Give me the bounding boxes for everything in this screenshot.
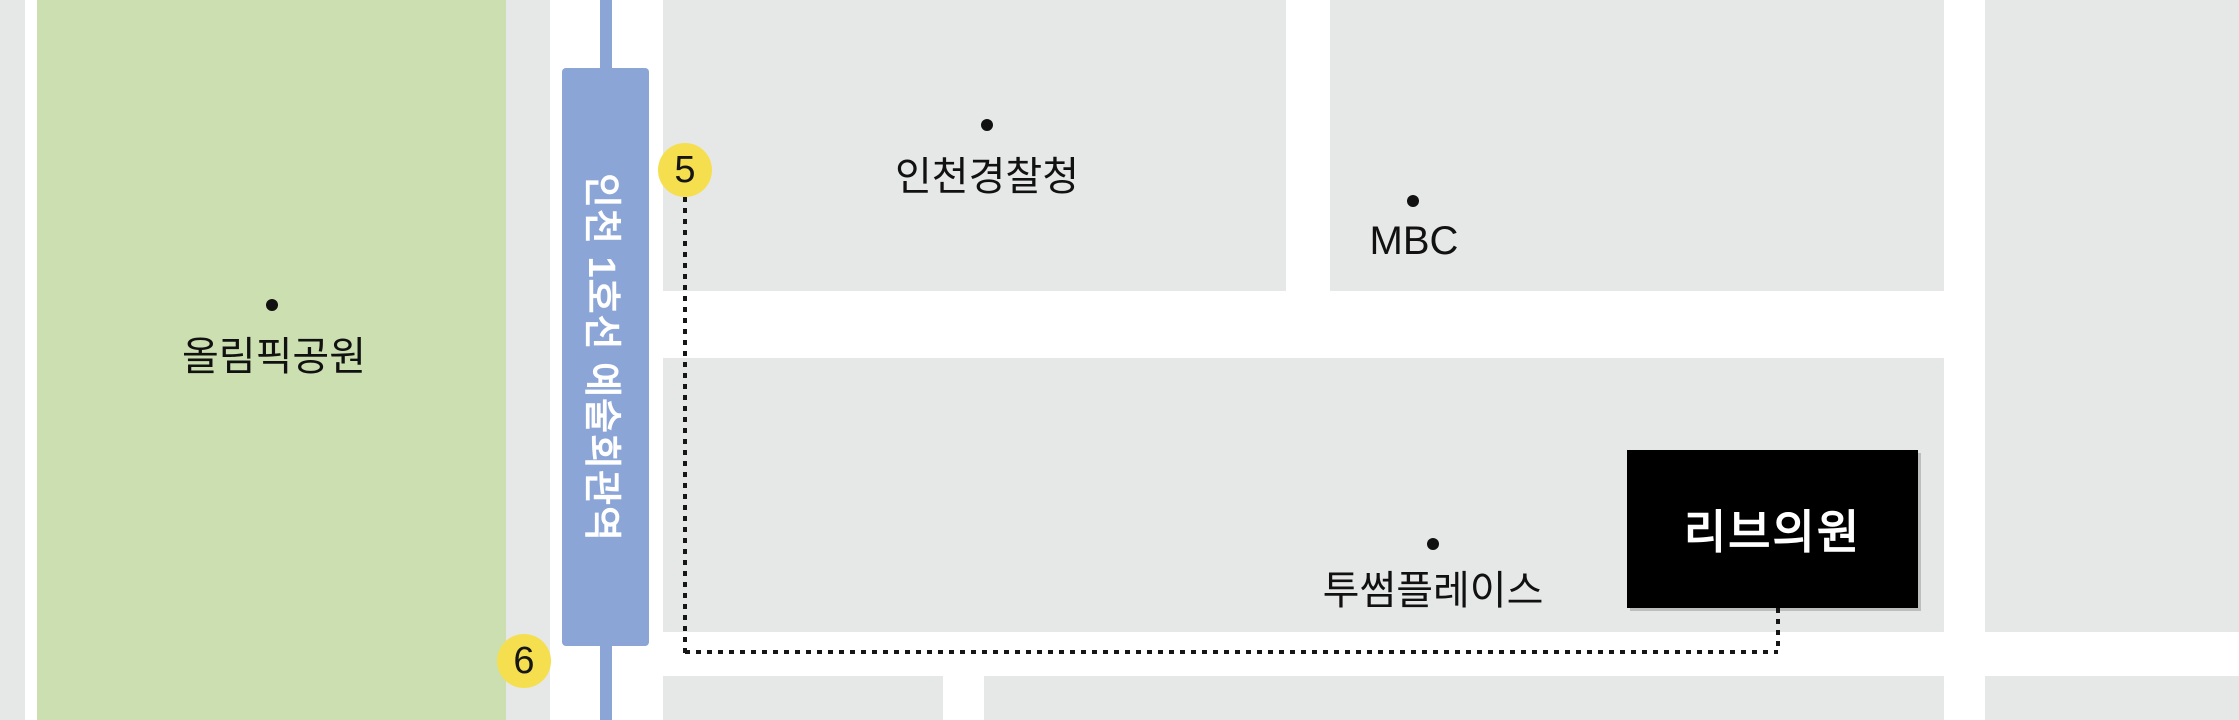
exit-6-number: 6 (513, 639, 535, 682)
destination-label: 리브의원 (1683, 506, 1862, 558)
edge-block-left (0, 0, 25, 720)
exit-5-badge: 5 (658, 143, 712, 197)
walking-route-horizontal-leg (685, 650, 1778, 654)
building-block-police (663, 0, 1286, 291)
poi-label-police: 인천경찰청 (895, 155, 1079, 199)
walking-route-vertical-leg (683, 197, 687, 654)
poi-label-olympic-park: 올림픽공원 (182, 335, 366, 379)
building-block-right (1985, 0, 2239, 632)
building-block-bottom-left (663, 676, 943, 720)
exit-6-badge: 6 (497, 634, 551, 688)
poi-label-mbc: MBC (1369, 219, 1459, 263)
station-box: 인천 1호선 예술회관역 (562, 68, 649, 646)
destination-box: 리브의원 (1627, 450, 1918, 608)
poi-dot-olympic-park (266, 299, 278, 311)
poi-dot-twosome (1427, 538, 1439, 550)
station-label: 인천 1호선 예술회관역 (580, 172, 623, 542)
park-area (37, 0, 506, 720)
exit-5-number: 5 (674, 148, 696, 191)
walking-route-destination-leg (1776, 608, 1780, 652)
poi-label-twosome: 투썸플레이스 (1322, 569, 1544, 613)
building-block-bottom-mid (984, 676, 1944, 720)
roadside-strip (506, 0, 550, 720)
poi-dot-mbc (1407, 195, 1419, 207)
poi-dot-police (981, 119, 993, 131)
building-block-bottom-right (1985, 676, 2239, 720)
building-block-mbc (1330, 0, 1944, 291)
